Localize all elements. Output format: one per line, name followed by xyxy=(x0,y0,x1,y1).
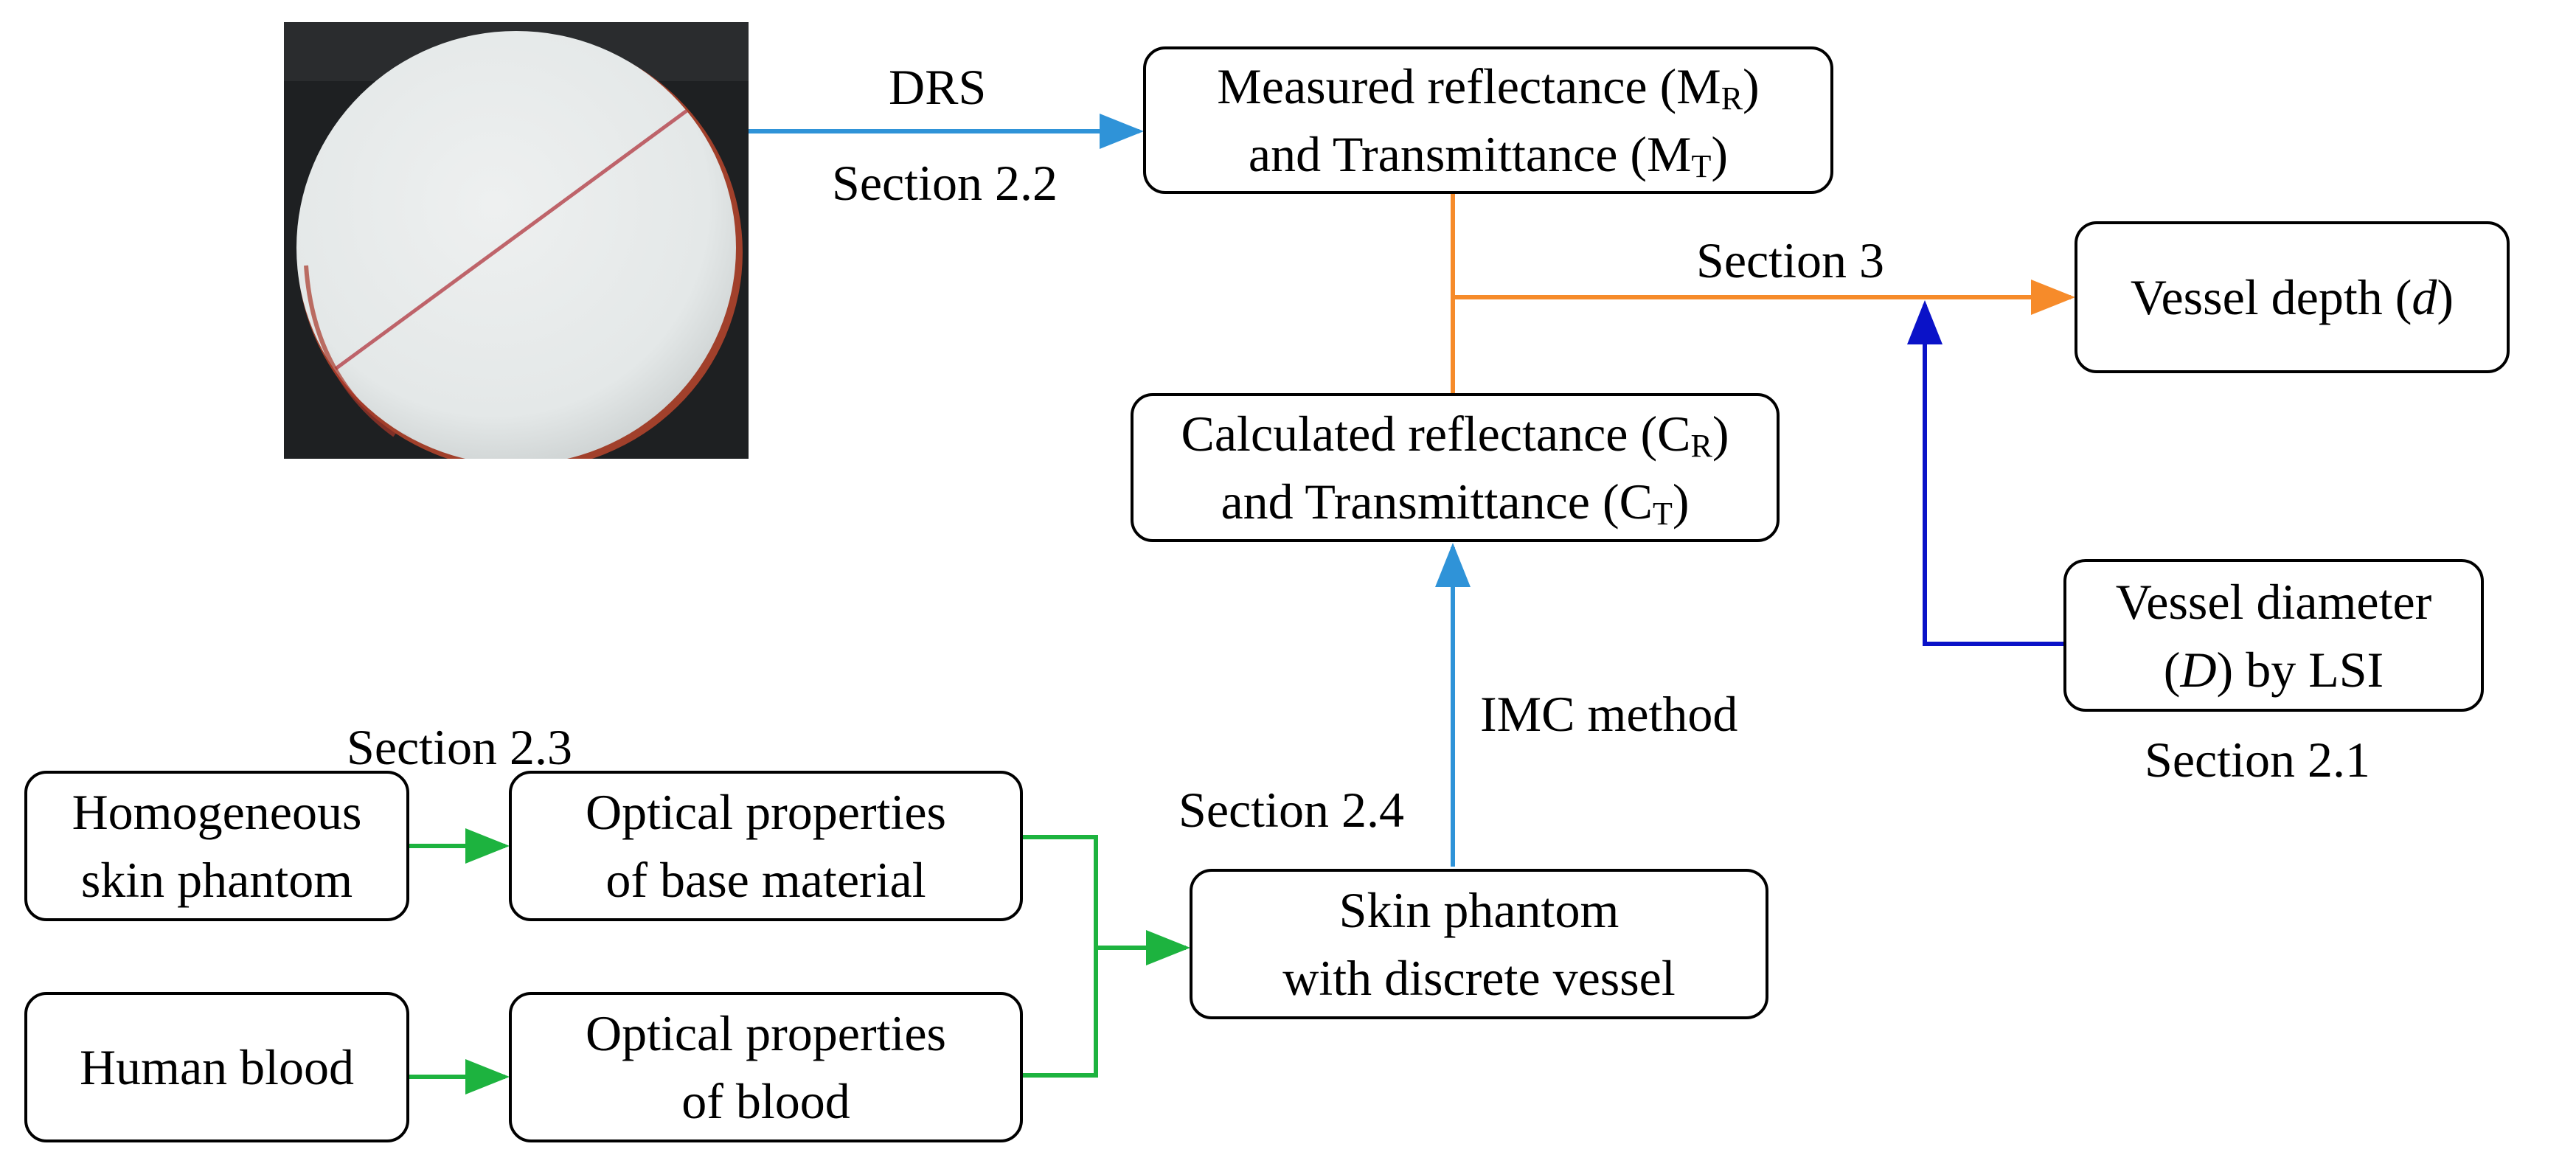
optical-properties-blood-box: Optical properties of blood xyxy=(509,992,1023,1142)
vessel-diameter-box: Vessel diameter (D) by LSI xyxy=(2063,559,2484,712)
drs-label: DRS xyxy=(889,59,987,115)
homogeneous-skin-phantom-box: Homogeneous skin phantom xyxy=(24,771,409,921)
section-2-4-label: Section 2.4 xyxy=(1178,782,1404,838)
base-merge-line xyxy=(1023,835,1098,1078)
section-2-1-label: Section 2.1 xyxy=(2145,732,2370,788)
imc-method-label: IMC method xyxy=(1480,686,1738,742)
measured-reflectance-box: Measured reflectance (MR) and Transmitta… xyxy=(1143,46,1833,194)
optical-properties-base-box: Optical properties of base material xyxy=(509,771,1023,921)
human-blood-box: Human blood xyxy=(24,992,409,1142)
section-3-label: Section 3 xyxy=(1696,232,1884,288)
vessel-depth-box: Vessel depth (d) xyxy=(2075,221,2510,373)
circular-phantom-photo-icon xyxy=(284,22,749,459)
diameter-arrow xyxy=(1907,300,2063,646)
section-2-3-label: Section 2.3 xyxy=(347,719,572,775)
section-2-2-label: Section 2.2 xyxy=(832,155,1058,211)
phantom-photo xyxy=(284,22,749,459)
skin-phantom-vessel-box: Skin phantom with discrete vessel xyxy=(1190,869,1768,1019)
calculated-reflectance-box: Calculated reflectance (CR) and Transmit… xyxy=(1131,393,1780,542)
